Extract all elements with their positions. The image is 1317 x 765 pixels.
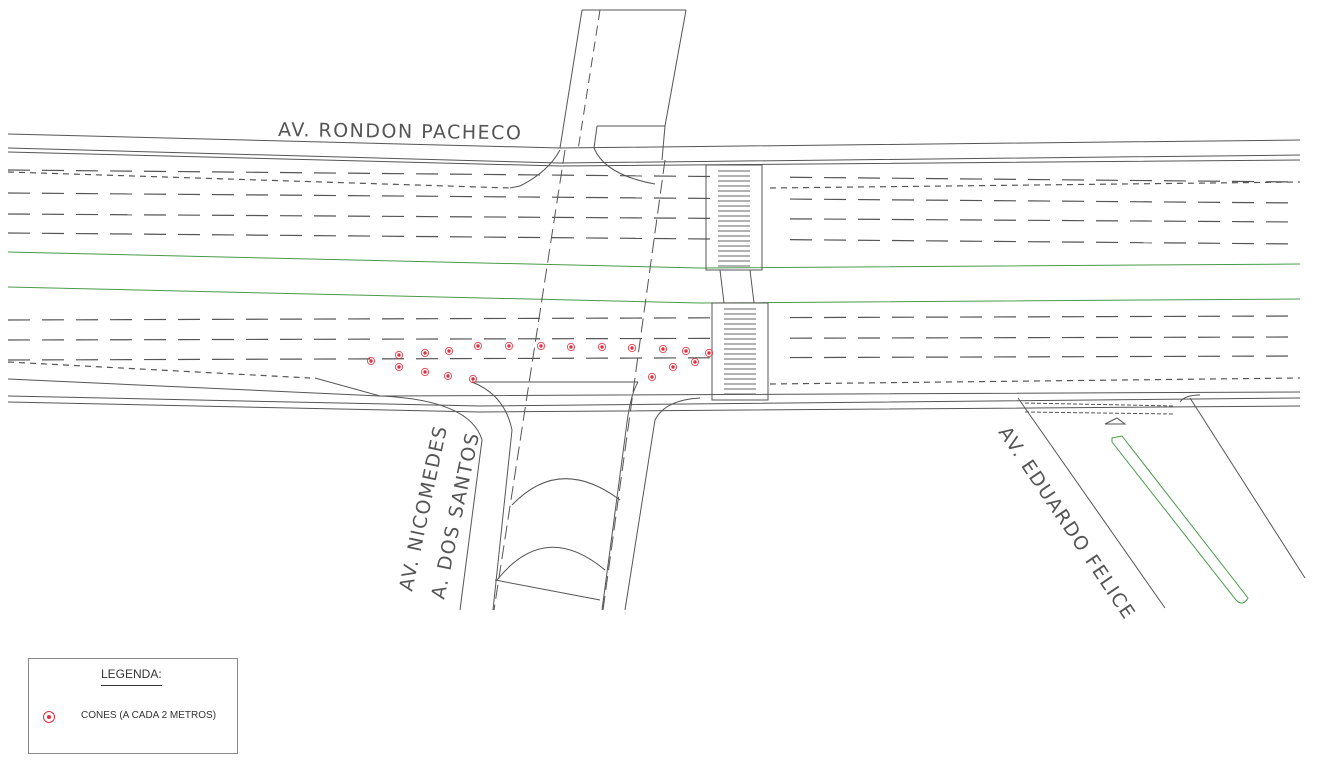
cone-marker [681,346,691,356]
rondon-south-edge [7,395,1301,407]
cone-marker [420,367,430,377]
north-connector-left [559,9,583,149]
cone-marker [566,342,576,352]
skew-dash-left [493,149,566,611]
cone-marker [668,362,678,372]
eduardo-right-edge [1189,397,1306,579]
cone-marker [536,341,546,351]
cone-marker [394,350,404,360]
cone-icon [43,711,55,723]
cone-marker [704,348,714,358]
eduardo-median [1111,435,1249,604]
street-label-eduardo: AV. EDUARDO FELICE [994,422,1140,623]
edge-dash-line [7,171,511,189]
rondon-north-lane-edge [7,151,1301,167]
cone-marker [420,348,430,358]
nicomedes-island-left [471,381,513,611]
cone-marker [444,346,454,356]
crosswalk-south [711,302,769,401]
nicomedes-bottom [494,579,601,601]
rondon-south-curb [7,378,1301,397]
cone-marker [658,344,668,354]
north-connector-box [593,125,666,161]
median-south-line [7,286,1301,304]
median-north-line [7,251,1301,269]
median-cut-left [719,269,725,304]
north-corner-left [509,149,561,189]
cone-marker [504,341,514,351]
cone-marker [473,341,483,351]
cone-marker [468,374,478,384]
eduardo-left-edge [1017,397,1166,609]
eduardo-median-nose [1104,417,1127,425]
street-label-rondon: AV. RONDON PACHECO [278,119,523,144]
north-connector-right [664,9,687,127]
cone-marker [597,342,607,352]
rondon-north-edge [7,133,1301,149]
skew-dash-right [602,159,666,611]
legend-title: LEGENDA: [101,667,162,686]
cone-marker [647,372,657,382]
legend: LEGENDA: CONES (A CADA 2 METROS) [28,658,238,754]
nicomedes-left-edge [314,377,483,611]
edge-dash-line [769,181,1301,189]
nicomedes-island-right [601,381,639,611]
north-connector-inner-dash [577,9,601,151]
north-corner-right [593,147,656,185]
crosswalk-north [705,164,763,271]
edge-dash-line [769,377,1301,385]
rondon-south-edge-2 [7,401,1301,413]
median-cut-right [749,269,755,304]
eduardo-corner [1179,394,1201,403]
nicomedes-arch-1 [511,478,621,506]
legend-item-cones: CONES (A CADA 2 METROS) [81,710,217,721]
cone-marker [366,356,376,366]
nicomedes-arch-2 [496,546,606,581]
nicomedes-right-edge [624,397,701,611]
edge-dash-line [7,361,311,379]
cone-marker [443,371,453,381]
cone-marker [394,362,404,372]
rondon-north-curb [7,147,1301,164]
cone-marker [690,357,700,367]
eduardo-hatch [1024,402,1176,415]
cone-marker [627,343,637,353]
